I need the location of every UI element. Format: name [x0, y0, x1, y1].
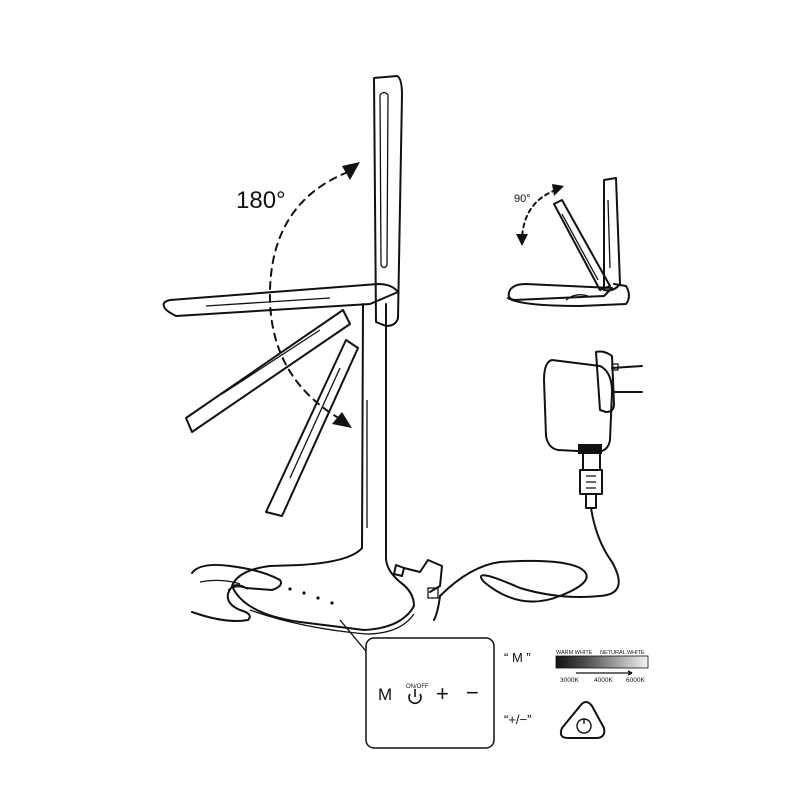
callout-leader [339, 619, 371, 657]
led-strip-vertical [379, 91, 389, 269]
base-bottom [249, 609, 415, 635]
plus-key-label: + [436, 681, 449, 706]
rotation-arrow-90 [516, 184, 564, 246]
lamp-main [162, 75, 415, 635]
dimmer-dial-icon [559, 701, 606, 739]
minus-key-label: − [466, 680, 479, 705]
lamp-head-vertical [373, 75, 403, 327]
warm-white-label: WARM WHITE [556, 650, 593, 656]
power-adapter [543, 350, 643, 454]
color-temp-bar [555, 655, 649, 669]
angle-label-180: 180° [236, 187, 286, 214]
temp-label-4000k: 4000K [594, 677, 613, 684]
led-strip-tilt-1 [221, 329, 321, 395]
lamp-head-tilt-1 [185, 309, 351, 433]
angle-label-90: 90° [514, 193, 531, 205]
led-strip-horizontal [205, 297, 331, 307]
rotation-arrow-180 [268, 162, 360, 428]
folded-lamp [507, 177, 630, 307]
power-key-caption: ON/OFF [406, 684, 429, 690]
led-strip-tilt-2 [289, 367, 341, 479]
lamp-pole [361, 303, 387, 559]
lamp-head-horizontal [162, 283, 399, 317]
power-cable [433, 507, 620, 621]
mode-legend-label: “ M ” [504, 650, 531, 665]
temp-label-6000k: 6000K [626, 677, 645, 684]
lamp-base [231, 547, 415, 631]
color-temp-arrow [576, 670, 633, 676]
power-icon [408, 689, 422, 705]
adjust-legend-label: “+/−” [504, 712, 531, 727]
mode-key-label: M [378, 685, 392, 704]
usb-plug [579, 453, 603, 509]
base-touch-keys [288, 587, 334, 605]
hand-illustration [191, 563, 282, 622]
temp-label-3000k: 3000K [560, 677, 579, 684]
dc-plug [393, 559, 443, 599]
neutral-white-label: NETURAL WHITE [600, 650, 645, 656]
control-panel-callout [365, 637, 495, 749]
lamp-head-tilt-2 [265, 339, 359, 517]
